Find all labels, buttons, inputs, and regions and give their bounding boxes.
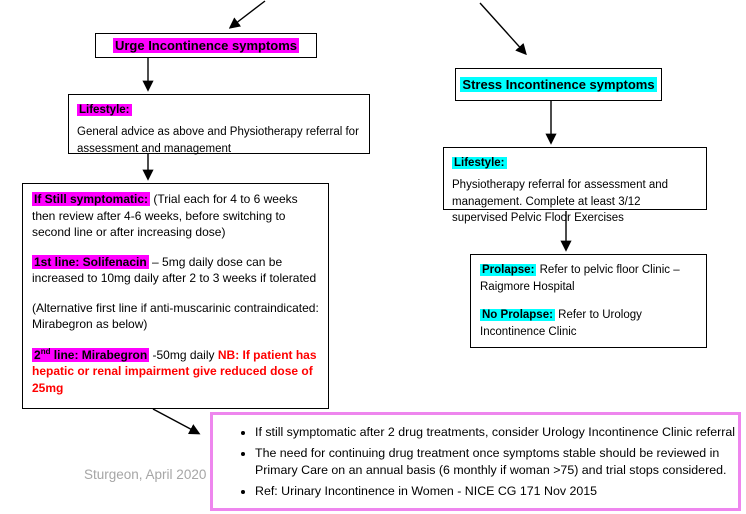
second-line-drug: line: Mirabegron — [50, 347, 148, 362]
alternative-paragraph: (Alternative first line if anti-muscarin… — [32, 300, 319, 332]
urge-symptoms-box: Urge Incontinence symptoms — [95, 33, 317, 58]
second-line-ordinal: nd — [40, 346, 51, 356]
symptomatic-text: (Trial each for 4 to 6 weeks then review… — [32, 192, 298, 240]
second-line-paragraph: 2nd line: Mirabegron -50mg daily NB: If … — [32, 346, 319, 397]
stress-lifestyle-label: Lifestyle: — [452, 157, 507, 169]
prolapse-paragraph: Prolapse: Refer to pelvic floor Clinic –… — [480, 262, 697, 295]
urge-treatment-box: If Still symptomatic: (Trial each for 4 … — [22, 183, 329, 409]
footer-bullet-list: If still symptomatic after 2 drug treatm… — [213, 424, 738, 500]
first-line-paragraph: 1st line: Solifenacin – 5mg daily dose c… — [32, 254, 319, 287]
footer-bullet: If still symptomatic after 2 drug treatm… — [255, 424, 738, 441]
first-line-text: – 5mg daily dose can be increased to 10m… — [32, 254, 317, 286]
credit-text: Sturgeon, April 2020 — [84, 467, 207, 482]
prolapse-text: Refer to pelvic floor Clinic – Raigmore … — [480, 264, 680, 293]
second-line-text: -50mg daily — [149, 347, 218, 362]
footer-notes-box: If still symptomatic after 2 drug treatm… — [210, 412, 741, 511]
urge-lifestyle-box: Lifestyle: General advice as above and P… — [68, 94, 370, 155]
arrow-treatment-to-footer — [152, 408, 201, 435]
no-prolapse-text: Refer to Urology Incontinence Clinic — [480, 309, 642, 339]
stress-referral-box: Prolapse: Refer to pelvic floor Clinic –… — [470, 254, 707, 348]
arrow-into-stress — [479, 2, 527, 56]
urge-lifestyle-text: General advice as above and Physiotherap… — [77, 126, 359, 155]
footer-bullet: Ref: Urinary Incontinence in Women - NIC… — [255, 483, 738, 500]
first-line-label: 1st line: Solifenacin — [32, 254, 149, 269]
stress-lifestyle-box: Lifestyle: Physiotherapy referral for as… — [443, 147, 707, 224]
no-prolapse-label: No Prolapse: — [480, 309, 555, 322]
second-line-label: 2nd line: Mirabegron — [32, 346, 150, 362]
second-line-warning: NB: If patient has hepatic or renal impa… — [32, 347, 317, 395]
arrow-into-urge — [228, 0, 266, 29]
symptomatic-label: If Still symptomatic: — [32, 192, 151, 206]
no-prolapse-paragraph: No Prolapse: Refer to Urology Incontinen… — [480, 307, 697, 340]
footer-bullet: The need for continuing drug treatment o… — [255, 445, 738, 479]
second-line-num: 2 — [34, 347, 41, 362]
symptomatic-paragraph: If Still symptomatic: (Trial each for 4 … — [32, 191, 319, 241]
stress-symptoms-title: Stress Incontinence symptoms — [460, 77, 657, 92]
stress-lifestyle-text: Physiotherapy referral for assessment an… — [452, 179, 669, 225]
urge-symptoms-title: Urge Incontinence symptoms — [112, 38, 300, 53]
prolapse-label: Prolapse: — [480, 264, 537, 276]
urge-lifestyle-label: Lifestyle: — [77, 104, 132, 116]
stress-symptoms-box: Stress Incontinence symptoms — [455, 68, 662, 101]
